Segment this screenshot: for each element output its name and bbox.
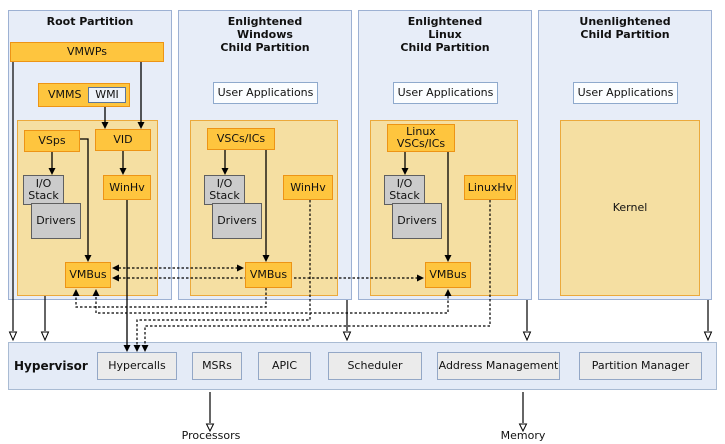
hypervisor-component-apic: APIC bbox=[258, 352, 311, 380]
root-vmbus-box: VMBus bbox=[65, 262, 111, 288]
linux-user-applications-box: User Applications bbox=[393, 82, 498, 104]
vid-box: VID bbox=[95, 129, 151, 151]
vmwps-box: VMWPs bbox=[10, 42, 164, 62]
root-drivers-box: Drivers bbox=[31, 203, 81, 239]
windows-vmbus-box: VMBus bbox=[245, 262, 292, 288]
memory-label: Memory bbox=[500, 429, 546, 442]
vsps-box: VSps bbox=[24, 130, 80, 152]
windows-vscs-box: VSCs/ICs bbox=[207, 128, 275, 150]
kernel-box: Kernel bbox=[560, 120, 700, 296]
windows-child-partition-title: Enlightened Windows Child Partition bbox=[220, 15, 310, 54]
root-io-stack-box: I/O Stack bbox=[23, 175, 64, 205]
hypervisor-component-partition-manager: Partition Manager bbox=[579, 352, 702, 380]
wmi-box: WMI bbox=[88, 87, 126, 103]
linux-vmbus-box: VMBus bbox=[425, 262, 471, 288]
windows-drivers-box: Drivers bbox=[212, 203, 262, 239]
partition-to-hypervisor-lines bbox=[12, 62, 709, 423]
root-partition-title: Root Partition bbox=[46, 15, 134, 28]
linuxhv-box: LinuxHv bbox=[464, 175, 516, 200]
dashed-arrowheads bbox=[72, 264, 452, 352]
hypervisor-label: Hypervisor bbox=[14, 359, 88, 373]
linux-drivers-box: Drivers bbox=[392, 203, 442, 239]
hypervisor-component-address-management: Address Management bbox=[437, 352, 560, 380]
hypervisor-component-scheduler: Scheduler bbox=[328, 352, 422, 380]
windows-user-applications-box: User Applications bbox=[213, 82, 318, 104]
hypervisor-component-hypercalls: Hypercalls bbox=[97, 352, 177, 380]
root-winhv-box: WinHv bbox=[103, 175, 151, 200]
unenlightened-child-partition-title: Unenlightened Child Partition bbox=[579, 15, 671, 41]
windows-io-stack-box: I/O Stack bbox=[204, 175, 245, 205]
linux-vscs-box: Linux VSCs/ICs bbox=[387, 124, 455, 152]
unenlightened-user-applications-box: User Applications bbox=[573, 82, 678, 104]
processors-label: Processors bbox=[181, 429, 241, 442]
hollow-arrowheads bbox=[8, 331, 713, 433]
linux-child-partition-title: Enlightened Linux Child Partition bbox=[400, 15, 490, 54]
windows-winhv-box: WinHv bbox=[283, 175, 333, 200]
linux-io-stack-box: I/O Stack bbox=[384, 175, 425, 205]
solid-arrowheads bbox=[48, 122, 452, 352]
solid-arrows bbox=[51, 62, 449, 345]
hypervisor-component-msrs: MSRs bbox=[192, 352, 242, 380]
